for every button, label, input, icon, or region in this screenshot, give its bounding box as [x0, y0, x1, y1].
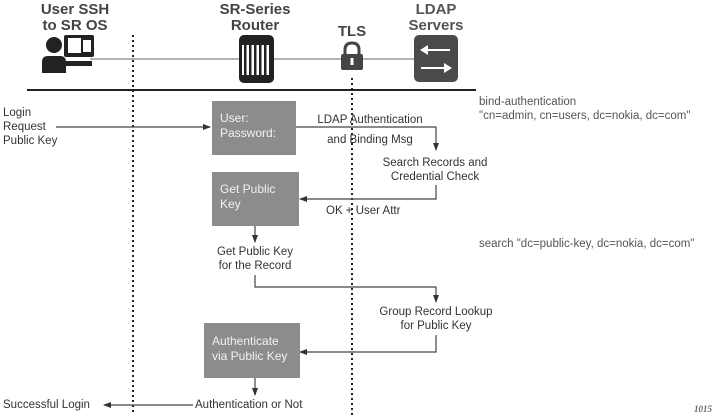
user-computer-icon: [42, 35, 94, 73]
actor-label-line1: LDAP: [415, 1, 457, 18]
router-icon: [239, 35, 274, 83]
label-line: Public Key: [3, 135, 58, 147]
authenticate-box: Authenticate via Public Key: [204, 323, 300, 378]
ok-user-attr-label: OK + User Attr: [326, 205, 401, 217]
authentication-or-not-label: Authentication or Not: [195, 399, 303, 411]
successful-login-label: Successful Login: [3, 399, 90, 411]
actor-label-line1: SR-Series: [219, 1, 291, 18]
arrow-return-public-key: [299, 335, 437, 355]
group-record-lookup-label: Group Record Lookup for Public Key: [368, 305, 504, 333]
actor-tls-label: TLS: [327, 24, 377, 40]
search-note: search "dc=public-key, dc=nokia, dc=com": [479, 238, 695, 250]
arrow-group-lookup: [254, 275, 439, 303]
box-line: Get Public: [220, 182, 276, 196]
label-line: for the Record: [218, 260, 292, 272]
note-line: bind-authentication: [479, 96, 577, 108]
label-line: Group Record Lookup: [379, 306, 493, 318]
user-password-box: User: Password:: [212, 101, 296, 155]
get-key-record-label: Get Public Key for the Record: [200, 245, 310, 273]
arrow-ldap-bind: [296, 126, 439, 151]
box-line: Key: [220, 197, 241, 211]
label-line: LDAP Authentication: [317, 114, 423, 126]
arrow-ok-user-attr: [299, 185, 437, 202]
label-line: Login: [3, 107, 32, 119]
actor-ldap-label: LDAP Servers: [396, 2, 476, 34]
figure-number: 1015: [694, 404, 712, 414]
label-line: for Public Key: [400, 320, 472, 332]
box-line: Password:: [220, 126, 277, 140]
note-line: "cn=admin, cn=users, dc=nokia, dc=com": [479, 110, 691, 122]
label-line: Request: [3, 121, 46, 133]
actor-router-label: SR-Series Router: [205, 2, 305, 34]
box-line: via Public Key: [212, 349, 288, 363]
actor-label-line2: Servers: [408, 17, 464, 34]
label-line: Credential Check: [390, 171, 480, 183]
ldap-auth-binding-label: LDAP Authentication and Binding Msg: [305, 110, 435, 150]
actor-label-line2: Router: [230, 17, 280, 34]
label-line: and Binding Msg: [327, 134, 413, 146]
bind-authentication-note: bind-authentication "cn=admin, cn=users,…: [479, 95, 690, 123]
get-public-key-box: Get Public Key: [212, 172, 299, 226]
actor-user-ssh-label: User SSH to SR OS: [20, 2, 130, 34]
login-request-label: Login Request Public Key: [3, 106, 57, 148]
label-line: Search Records and: [382, 157, 488, 169]
label-line: Get Public Key: [216, 246, 294, 258]
actor-label-line1: User SSH: [40, 1, 110, 18]
search-records-label: Search Records and Credential Check: [370, 156, 500, 184]
box-line: User:: [220, 111, 249, 125]
actor-label-line1: TLS: [337, 23, 367, 40]
ldap-server-arrows-icon: [414, 35, 458, 82]
actor-label-line2: to SR OS: [42, 17, 108, 34]
box-line: Authenticate: [212, 334, 279, 348]
lock-icon: [341, 41, 363, 70]
